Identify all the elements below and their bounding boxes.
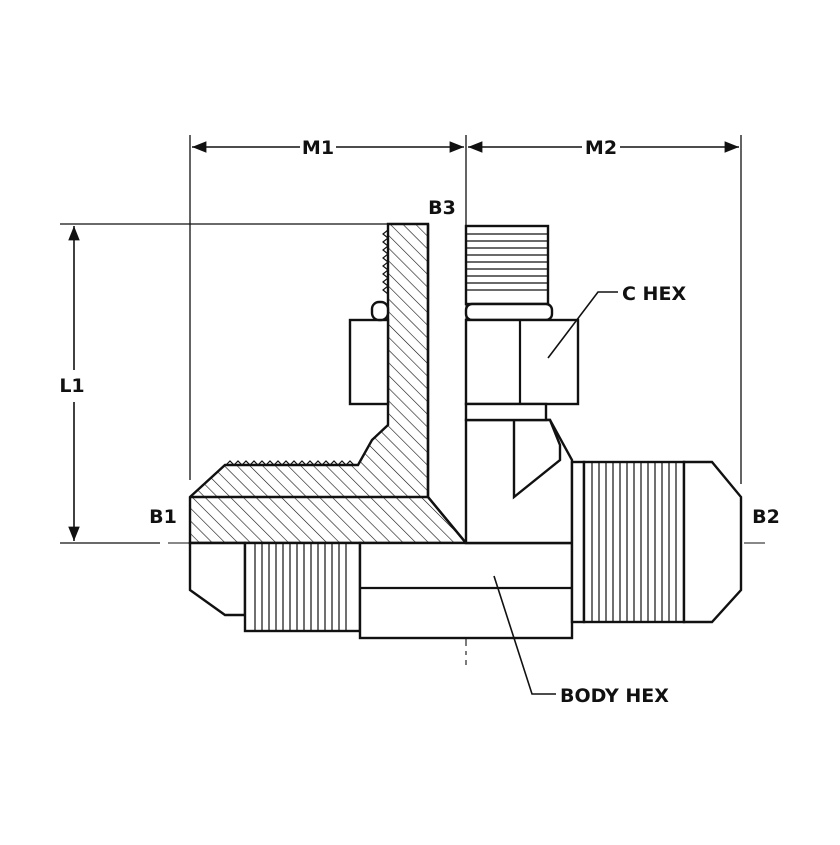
body-upper-right [464, 418, 574, 545]
right-flare-nose [682, 460, 743, 624]
left-thread-profile [225, 460, 355, 466]
b2-label: B2 [752, 506, 780, 528]
b1-label: B1 [149, 506, 177, 528]
b3-label: B3 [428, 197, 456, 219]
right-shoulder [570, 460, 586, 624]
dimension-m1: M1 [189, 135, 467, 480]
top-thread-lines [466, 233, 548, 291]
body-hex-label: BODY HEX [560, 685, 669, 707]
top-thread-body [464, 224, 550, 306]
body-hex-outline [358, 541, 574, 640]
m1-label: M1 [302, 137, 334, 159]
l1-label: L1 [59, 375, 84, 397]
m2-label: M2 [585, 137, 617, 159]
top-port [348, 224, 580, 422]
right-thread-lines [591, 462, 677, 622]
c-hex-leader [547, 291, 618, 359]
o-ring-left-section [370, 300, 390, 322]
left-flare-end-section [188, 222, 469, 545]
dimension-m2: M2 [468, 135, 742, 484]
left-flare-end-outside [188, 541, 362, 633]
left-thread-lines [254, 543, 347, 631]
body-hex-leader [493, 575, 556, 695]
c-hex-label: C HEX [622, 283, 686, 305]
right-flare-end [570, 460, 743, 624]
body-hex-callout: BODY HEX [493, 575, 669, 707]
upper-left-thread-teeth [382, 229, 389, 295]
c-hex-washer [464, 402, 548, 422]
left-section-hatched [188, 222, 469, 545]
left-thread-body [243, 541, 362, 633]
dimension-l1: L1 [59, 223, 410, 544]
c-hex-nut [464, 318, 580, 406]
c-hex-callout: C HEX [547, 283, 686, 359]
left-flare-nose [188, 541, 247, 617]
c-hex-nut-left-section [348, 318, 390, 406]
body-hex [358, 541, 574, 640]
bore-corner-line [427, 496, 467, 544]
o-ring [464, 302, 554, 322]
